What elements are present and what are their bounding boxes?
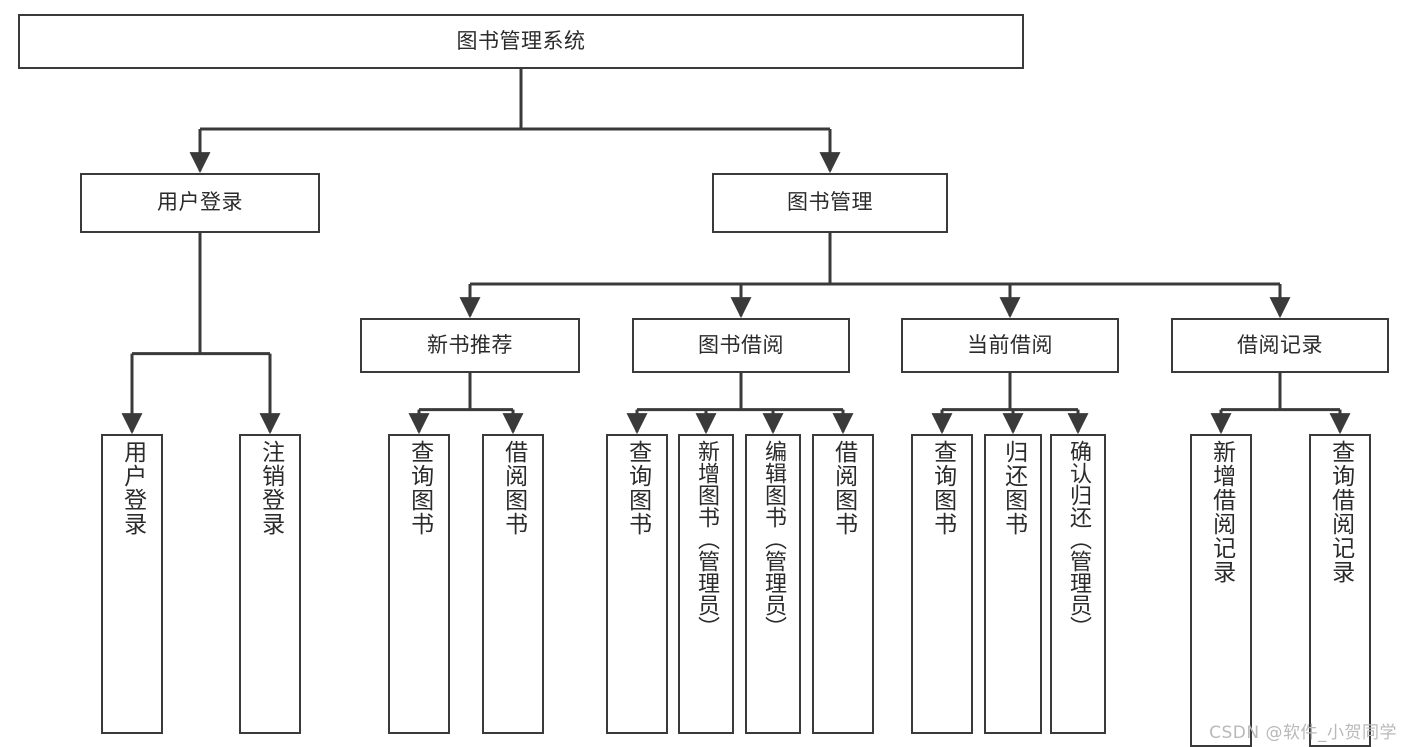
- node-label: 新增借阅记录: [1208, 440, 1235, 584]
- node-label: 归还图书: [1000, 440, 1027, 536]
- node-label: 用户登录: [157, 190, 243, 215]
- node-book-borrow[interactable]: 图书借阅: [632, 318, 850, 373]
- node-leaf-confirm-return[interactable]: 确认归还（管理员）: [1050, 434, 1106, 734]
- node-leaf-return-book[interactable]: 归还图书: [984, 434, 1042, 734]
- node-label: 当前借阅: [967, 332, 1053, 357]
- node-leaf-edit-book[interactable]: 编辑图书（管理员）: [745, 434, 801, 734]
- node-label: 编辑图书（管理员）: [760, 440, 786, 638]
- node-label: 查询图书: [929, 440, 956, 536]
- node-label: 确认归还（管理员）: [1065, 440, 1091, 638]
- node-leaf-query-book-3[interactable]: 查询图书: [911, 434, 973, 734]
- node-leaf-add-book[interactable]: 新增图书（管理员）: [678, 434, 734, 734]
- node-book-manage[interactable]: 图书管理: [712, 173, 948, 233]
- node-label: 图书管理系统: [456, 28, 586, 53]
- node-label: 借阅记录: [1237, 332, 1323, 357]
- node-label: 新增图书（管理员）: [693, 440, 719, 638]
- node-label: 查询图书: [406, 440, 433, 536]
- node-label: 查询借阅记录: [1327, 440, 1354, 584]
- node-label: 借阅图书: [830, 440, 857, 536]
- node-leaf-borrow-book-1[interactable]: 借阅图书: [482, 434, 544, 734]
- node-leaf-user-login[interactable]: 用户登录: [101, 434, 163, 734]
- node-borrow-record[interactable]: 借阅记录: [1171, 318, 1389, 373]
- node-label: 查询图书: [624, 440, 651, 536]
- node-leaf-add-record[interactable]: 新增借阅记录: [1190, 434, 1252, 747]
- node-leaf-logout[interactable]: 注销登录: [239, 434, 301, 734]
- node-label: 用户登录: [119, 440, 146, 536]
- node-label: 图书借阅: [698, 332, 784, 357]
- node-user-login[interactable]: 用户登录: [80, 173, 320, 233]
- node-label: 图书管理: [787, 190, 873, 215]
- node-label: 新书推荐: [427, 332, 513, 357]
- node-leaf-query-book-1[interactable]: 查询图书: [388, 434, 450, 734]
- node-new-book-recommend[interactable]: 新书推荐: [360, 318, 580, 373]
- node-leaf-borrow-book-2[interactable]: 借阅图书: [812, 434, 874, 734]
- node-label: 注销登录: [257, 440, 284, 536]
- node-leaf-query-book-2[interactable]: 查询图书: [606, 434, 668, 734]
- node-root[interactable]: 图书管理系统: [18, 14, 1024, 69]
- node-leaf-query-record[interactable]: 查询借阅记录: [1309, 434, 1371, 747]
- node-current-borrow[interactable]: 当前借阅: [901, 318, 1119, 373]
- watermark-label: CSDN @软件_小贺同学: [1209, 723, 1397, 743]
- node-label: 借阅图书: [500, 440, 527, 536]
